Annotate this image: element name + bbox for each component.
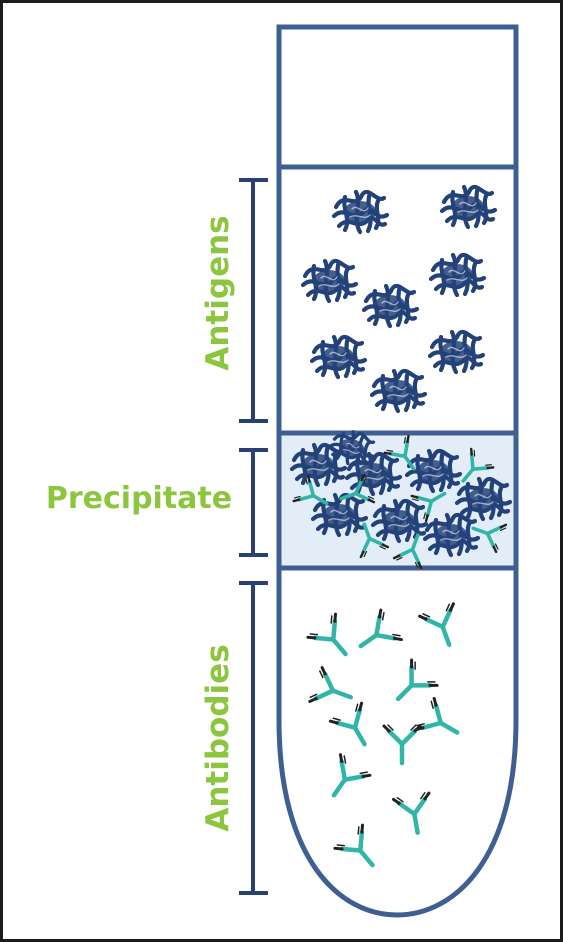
precipitate-bracket: [239, 448, 268, 557]
precipitate-label: Precipitate: [46, 481, 232, 516]
antibodies-label: Antibodies: [200, 644, 236, 831]
antibodies-bracket: [239, 581, 268, 895]
antigens-label: Antigens: [200, 215, 236, 370]
tube-top-empty-section: [276, 24, 519, 170]
antigens-bracket: [239, 178, 268, 423]
